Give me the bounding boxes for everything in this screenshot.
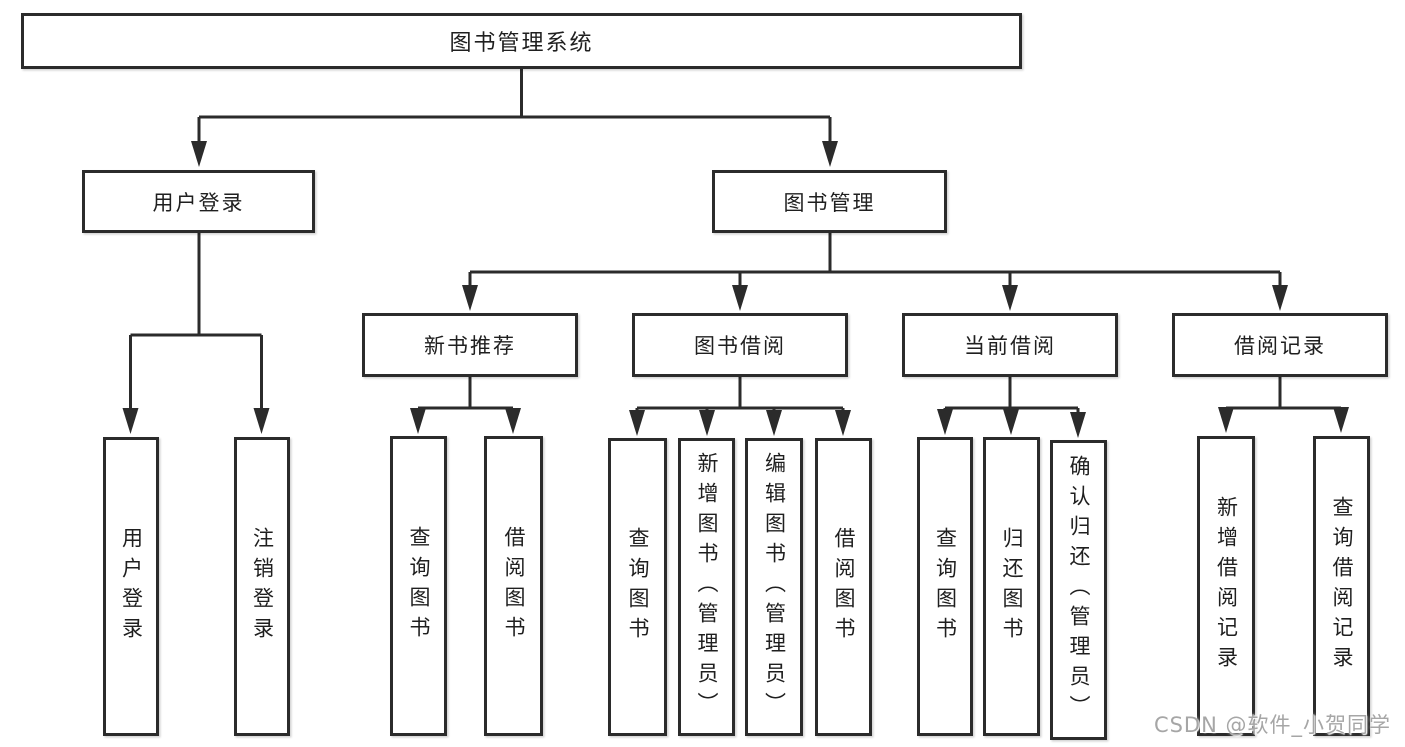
leaf-logout: 注销登录 bbox=[234, 437, 290, 736]
node-current-borrow-label: 当前借阅 bbox=[964, 334, 1056, 358]
node-root: 图书管理系统 bbox=[21, 13, 1022, 69]
leaf-borrow-books-2: 借阅图书 bbox=[815, 438, 872, 736]
leaf-query-books-2-label: 查询图书 bbox=[626, 527, 650, 647]
leaf-query-books-3-label: 查询图书 bbox=[933, 526, 958, 647]
leaf-user-login: 用户登录 bbox=[103, 437, 159, 736]
node-current-borrow: 当前借阅 bbox=[902, 313, 1118, 377]
node-borrow-records-label: 借阅记录 bbox=[1234, 334, 1326, 358]
leaf-add-borrow-record: 新增借阅记录 bbox=[1197, 436, 1255, 736]
node-new-book-recommend: 新书推荐 bbox=[362, 313, 578, 377]
node-user-login-label: 用户登录 bbox=[152, 190, 245, 215]
leaf-user-login-label: 用户登录 bbox=[119, 526, 144, 647]
leaf-query-books-2: 查询图书 bbox=[608, 438, 667, 736]
leaf-edit-book-admin-label: 编辑图书（管理员） bbox=[762, 452, 787, 722]
leaf-query-books-1: 查询图书 bbox=[390, 436, 447, 736]
leaf-edit-book-admin: 编辑图书（管理员） bbox=[745, 438, 803, 736]
node-book-borrow: 图书借阅 bbox=[632, 313, 848, 377]
leaf-add-book-admin: 新增图书（管理员） bbox=[678, 438, 735, 736]
leaf-borrow-books-2-label: 借阅图书 bbox=[832, 527, 856, 647]
leaf-logout-label: 注销登录 bbox=[250, 526, 275, 647]
leaf-query-books-3: 查询图书 bbox=[917, 437, 973, 736]
node-user-login: 用户登录 bbox=[82, 170, 315, 233]
leaf-return-book-label: 归还图书 bbox=[1000, 526, 1024, 647]
leaf-borrow-books-1-label: 借阅图书 bbox=[502, 526, 526, 646]
watermark: CSDN @软件_小贺同学 bbox=[1153, 713, 1391, 737]
leaf-confirm-return-admin-label: 确认归还（管理员） bbox=[1067, 455, 1091, 725]
leaf-add-book-admin-label: 新增图书（管理员） bbox=[695, 452, 719, 722]
node-book-borrow-label: 图书借阅 bbox=[694, 334, 786, 358]
leaf-query-borrow-record: 查询借阅记录 bbox=[1313, 436, 1370, 736]
leaf-confirm-return-admin: 确认归还（管理员） bbox=[1050, 440, 1107, 740]
leaf-query-books-1-label: 查询图书 bbox=[407, 526, 431, 646]
node-book-management: 图书管理 bbox=[712, 170, 947, 233]
node-borrow-records: 借阅记录 bbox=[1172, 313, 1388, 377]
node-book-management-label: 图书管理 bbox=[783, 190, 876, 215]
node-root-label: 图书管理系统 bbox=[449, 31, 594, 56]
leaf-return-book: 归还图书 bbox=[983, 437, 1040, 736]
node-new-book-recommend-label: 新书推荐 bbox=[424, 334, 516, 358]
leaf-add-borrow-record-label: 新增借阅记录 bbox=[1214, 496, 1239, 676]
leaf-borrow-books-1: 借阅图书 bbox=[484, 436, 543, 736]
leaf-query-borrow-record-label: 查询借阅记录 bbox=[1330, 496, 1354, 676]
